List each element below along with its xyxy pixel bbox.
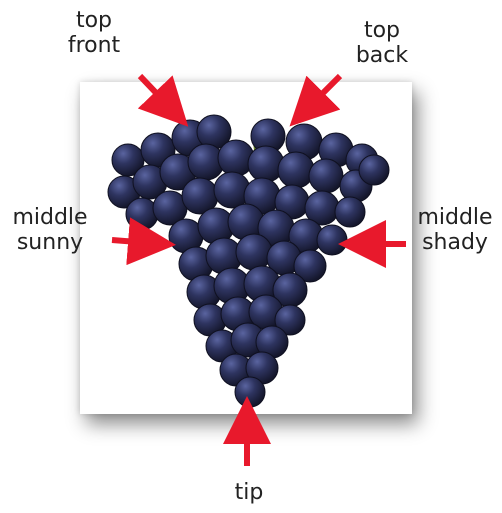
grape-berry [236,234,272,270]
grape-berry [126,198,158,230]
label-middle-sunny: middle sunny [0,205,100,255]
label-top-back: top back [345,18,419,68]
arrow-middle-sunny [112,240,164,244]
grape-berry [317,225,347,255]
grape-cluster [108,115,389,407]
label-top-front: top front [52,8,136,58]
label-tip: tip [226,480,272,505]
arrow-top-back [298,76,340,118]
grape-berry [335,197,365,227]
grape-berry [309,159,343,193]
arrow-top-front [140,76,180,118]
label-middle-shady: middle shady [408,205,502,255]
grape-berry [235,377,265,407]
grape-berry [278,152,314,188]
grape-berry [359,155,389,185]
